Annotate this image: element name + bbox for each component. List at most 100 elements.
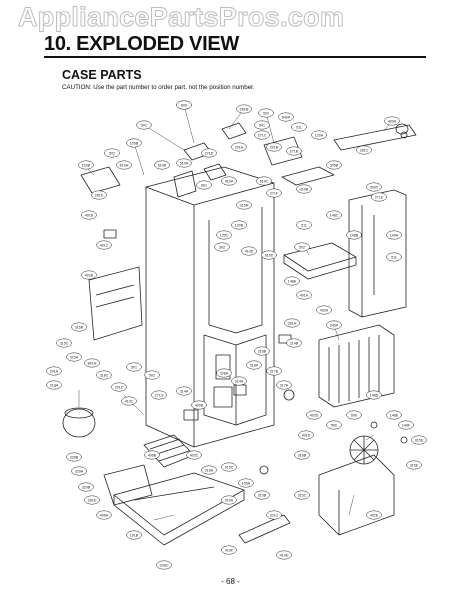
callout-410D: 410D	[241, 246, 257, 256]
svg-text:328C: 328C	[160, 563, 169, 567]
svg-text:401D: 401D	[302, 433, 311, 437]
svg-text:148D: 148D	[370, 393, 379, 397]
svg-text:502: 502	[109, 151, 115, 155]
callout-318A: 318A	[46, 380, 62, 390]
callout-510A: 510A	[176, 158, 192, 168]
svg-text:315C: 315C	[225, 465, 234, 469]
callout-labels: 503501105B281B502540A541511120A271C271D2…	[46, 100, 427, 570]
evaporator-cover	[348, 189, 407, 318]
svg-text:281E: 281E	[88, 498, 97, 502]
svg-text:148F: 148F	[402, 423, 411, 427]
callout-502: 502	[294, 242, 310, 252]
svg-text:240A: 240A	[330, 323, 339, 327]
callout-201B: 201B	[266, 142, 282, 152]
svg-text:120C: 120C	[220, 233, 229, 237]
callout-271D: 271D	[201, 148, 217, 158]
callout-314A: 314A	[231, 376, 247, 386]
callout-314A: 314A	[176, 386, 192, 396]
svg-text:271D: 271D	[205, 151, 214, 155]
callout-315C: 315C	[294, 490, 310, 500]
svg-text:281A: 281A	[288, 321, 297, 325]
callout-540A: 540A	[278, 112, 294, 122]
callout-401A: 401A	[296, 290, 312, 300]
svg-text:281D: 281D	[95, 193, 104, 197]
svg-text:316B: 316B	[298, 453, 307, 457]
callout-410A: 410A	[221, 176, 237, 186]
svg-text:511: 511	[301, 223, 307, 227]
svg-text:541: 541	[259, 123, 265, 127]
svg-text:400B: 400B	[195, 403, 204, 407]
left-side-panel	[88, 266, 143, 341]
callout-148B: 148B	[346, 230, 362, 240]
callout-103B: 103B	[78, 160, 94, 170]
svg-text:401B: 401B	[85, 213, 94, 217]
machine-room-cover	[318, 454, 395, 536]
svg-text:402E: 402E	[370, 513, 379, 517]
callout-329B: 329B	[78, 482, 94, 492]
callout-502: 502	[144, 370, 160, 380]
callout-281E: 281E	[84, 495, 100, 505]
svg-text:329B: 329B	[82, 485, 91, 489]
svg-text:610D: 610D	[265, 253, 274, 257]
callout-329A: 329A	[71, 466, 87, 476]
svg-text:410D: 410D	[245, 249, 254, 253]
svg-text:315E: 315E	[410, 463, 419, 467]
title-underline	[44, 56, 426, 58]
caution-note: CAUTION: Use the part number to order pa…	[62, 84, 255, 91]
callout-148A: 148A	[284, 276, 300, 286]
callout-401B: 401B	[81, 210, 97, 220]
svg-text:315A: 315A	[70, 355, 79, 359]
callout-502: 502	[258, 108, 274, 118]
svg-text:410B: 410B	[300, 187, 309, 191]
svg-text:148B: 148B	[350, 233, 359, 237]
callout-271G: 271G	[151, 390, 167, 400]
svg-text:511: 511	[296, 125, 302, 129]
callout-410F: 410F	[221, 545, 237, 555]
callout-511: 511	[296, 220, 312, 230]
svg-text:201B: 201B	[270, 145, 279, 149]
svg-text:214B: 214B	[290, 341, 299, 345]
callout-310A: 310A	[221, 495, 237, 505]
callout-301A: 301A	[46, 366, 62, 376]
callout-502: 502	[104, 148, 120, 158]
callout-302: 302	[214, 242, 230, 252]
callout-317B: 317B	[266, 366, 282, 376]
callout-410C: 410C	[121, 396, 137, 406]
callout-317A: 317A	[276, 380, 292, 390]
callout-214B: 214B	[286, 338, 302, 348]
svg-text:318A: 318A	[50, 383, 59, 387]
svg-text:105B: 105B	[130, 141, 139, 145]
callout-120A: 120A	[311, 130, 327, 140]
callout-148F: 148F	[398, 420, 414, 430]
callout-281D: 281D	[91, 190, 107, 200]
callout-315A: 315A	[66, 352, 82, 362]
callout-201A: 201A	[231, 142, 247, 152]
callout-201C: 201C	[111, 382, 127, 392]
cabinet-body	[145, 166, 275, 448]
callout-501: 501	[126, 362, 142, 372]
fan-assembly	[349, 435, 379, 465]
svg-text:317B: 317B	[270, 369, 279, 373]
callout-318C: 318C	[96, 370, 112, 380]
callout-401C: 401C	[96, 240, 112, 250]
svg-text:310B: 310B	[258, 493, 267, 497]
svg-text:302: 302	[219, 245, 225, 249]
callout-315C: 315C	[56, 338, 72, 348]
small-parts	[103, 131, 408, 475]
callout-120C: 120C	[216, 230, 232, 240]
front-grille	[103, 464, 153, 506]
middle-tray	[283, 242, 357, 280]
upper-duct	[333, 123, 417, 151]
svg-text:600: 600	[351, 413, 357, 417]
callout-402C: 402C	[186, 450, 202, 460]
exploded-view-diagram: 503501105B281B502540A541511120A271C271D2…	[46, 100, 427, 570]
watermark: AppliancePartsPros.com	[17, 2, 345, 33]
callout-281C: 281C	[356, 145, 372, 155]
svg-text:271E: 271E	[375, 195, 384, 199]
svg-text:400A: 400A	[388, 119, 397, 123]
svg-text:315A: 315A	[240, 203, 249, 207]
callout-402E: 402E	[366, 510, 382, 520]
svg-text:105A: 105A	[242, 481, 251, 485]
svg-text:120A: 120A	[315, 133, 324, 137]
callout-610D: 610D	[261, 250, 277, 260]
